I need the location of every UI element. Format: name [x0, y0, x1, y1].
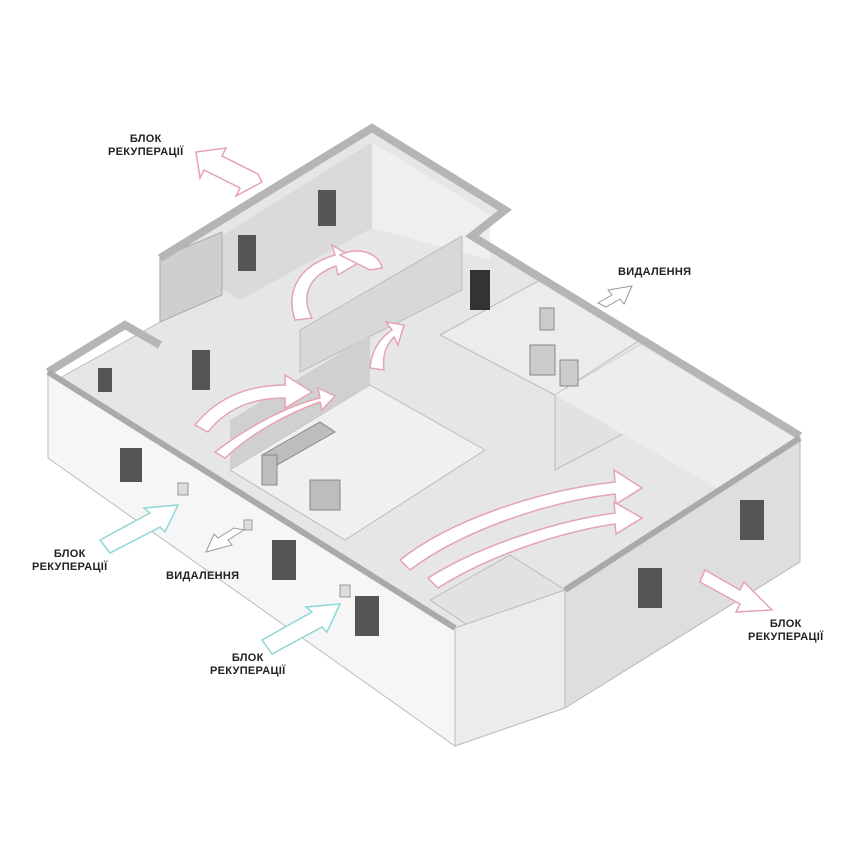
windows	[98, 190, 764, 636]
left-outer-wall	[159, 231, 223, 323]
label-recovery-right: БЛОК РЕКУПЕРАЦІЇ	[748, 618, 824, 644]
big-room-wall	[555, 345, 800, 490]
toilet	[559, 359, 579, 387]
label-exhaust-front: ВИДАЛЕННЯ	[166, 570, 240, 582]
exhaust-arrow-right	[699, 568, 774, 613]
inner-wall-hall	[299, 235, 463, 373]
airflow-arrow	[398, 468, 644, 571]
exhaust-arrow-front	[205, 527, 246, 553]
label-recovery-top-left: БЛОК РЕКУПЕРАЦІЇ	[108, 133, 184, 159]
airflow-arrow	[338, 250, 383, 271]
supply-arrow-front	[260, 603, 342, 655]
label-line: РЕКУПЕРАЦІЇ	[108, 146, 184, 158]
window	[272, 540, 296, 580]
window	[318, 190, 336, 226]
right-wall-top	[563, 435, 802, 593]
label-line: БЛОК	[769, 618, 802, 630]
label-line: БЛОК	[231, 652, 264, 664]
wall-top-rim-left	[45, 320, 162, 376]
kitchen-units	[261, 421, 341, 511]
internal-airflow	[193, 243, 644, 589]
balcony-side-wall	[454, 589, 566, 747]
label-recovery-front: БЛОК РЕКУПЕРАЦІЇ	[210, 652, 286, 678]
exhaust-arrow-top-left	[195, 147, 263, 198]
airflow-arrow	[426, 500, 644, 589]
stove	[309, 479, 341, 511]
sink	[529, 344, 556, 376]
kitchen-wall	[229, 384, 486, 541]
label-recovery-left: БЛОК РЕКУПЕРАЦІЇ	[32, 548, 108, 574]
label-line: РЕКУПЕРАЦІЇ	[210, 665, 286, 677]
exhaust-arrow-top-right	[596, 285, 633, 308]
vent-grille	[243, 519, 253, 531]
vent-grille	[177, 482, 189, 496]
window	[355, 596, 379, 636]
kitchen-back-wall	[230, 335, 370, 470]
back-wall-top-room	[180, 142, 372, 300]
label-line: РЕКУПЕРАЦІЇ	[748, 631, 824, 643]
bathroom-fixtures	[529, 307, 579, 387]
window	[238, 235, 256, 271]
label-line: БЛОК	[53, 548, 86, 560]
window	[98, 368, 112, 392]
mirror	[539, 307, 555, 331]
front-wall-top	[46, 369, 457, 631]
window	[120, 448, 142, 482]
door	[470, 270, 490, 310]
label-line: РЕКУПЕРАЦІЇ	[32, 561, 108, 573]
window	[638, 568, 662, 608]
supply-arrow-left	[98, 504, 180, 554]
wall-top-rim	[157, 123, 803, 440]
label-exhaust-top-right: ВИДАЛЕННЯ	[618, 266, 692, 278]
vent-grille	[339, 584, 351, 598]
window	[740, 500, 764, 540]
airflow-arrow	[369, 320, 405, 371]
airflow-arrow	[193, 373, 314, 433]
back-wall-right-room	[372, 142, 490, 260]
label-line: БЛОК	[129, 133, 162, 145]
window	[192, 350, 210, 390]
airflow-arrow	[213, 386, 337, 459]
